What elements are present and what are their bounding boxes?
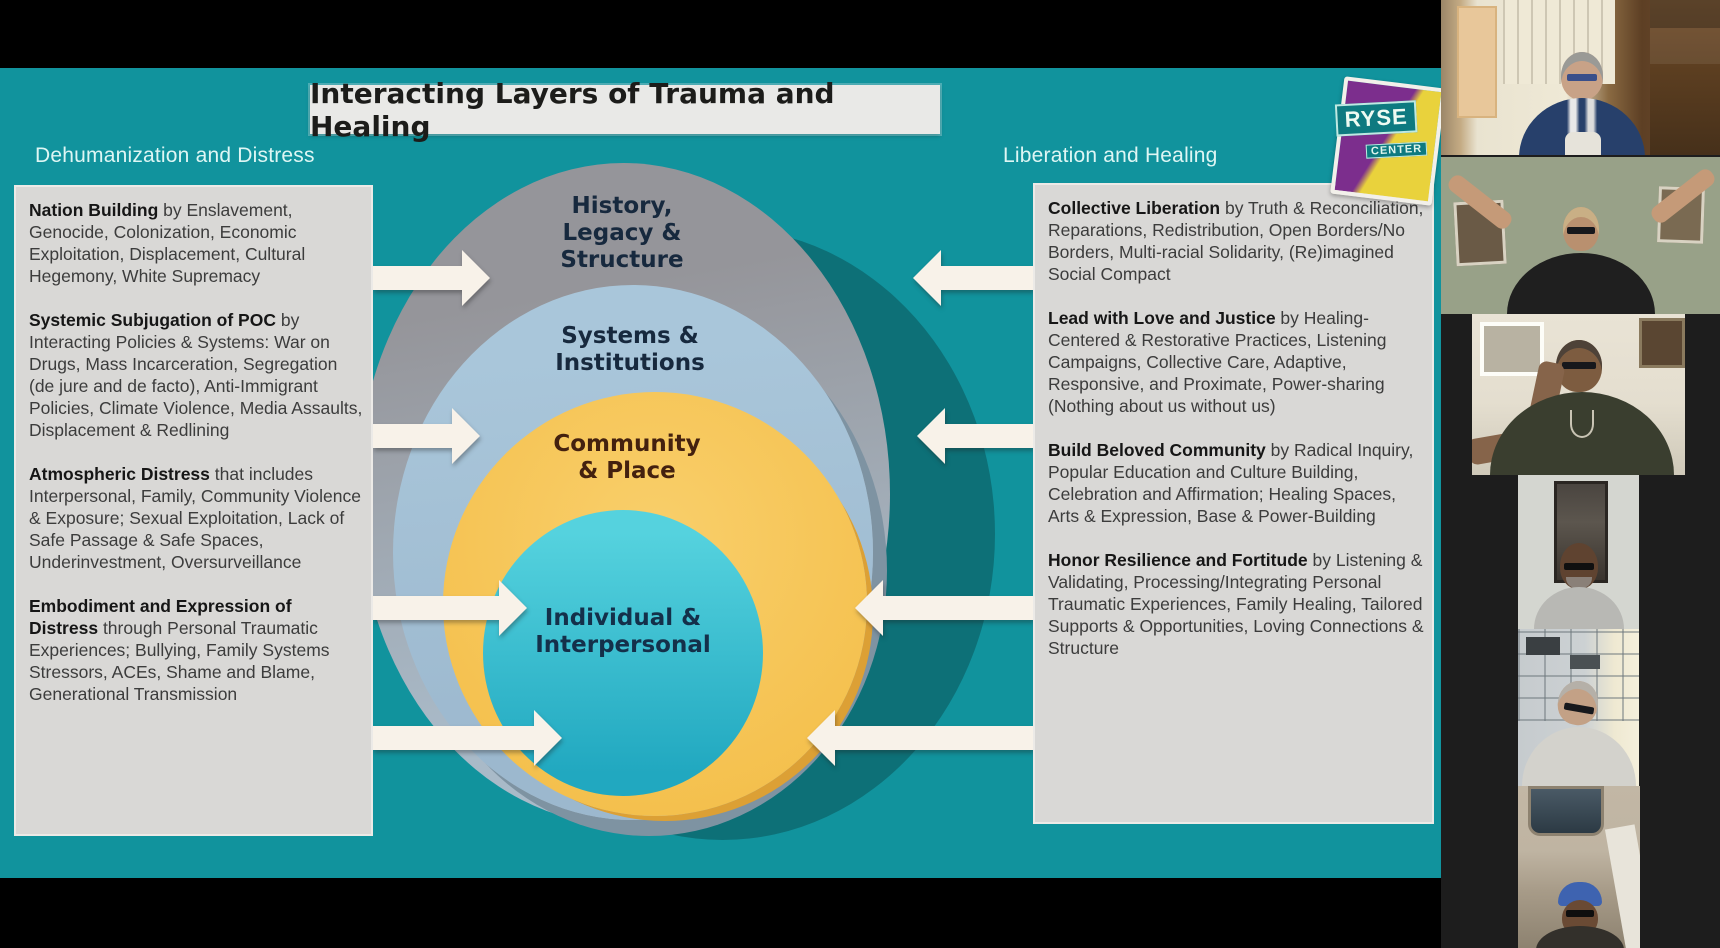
- arrow-left-community-icon: [373, 580, 527, 636]
- logo-text-ryse: RYSE: [1334, 100, 1418, 137]
- sunroof-decor: [1528, 786, 1604, 836]
- participant-video-5[interactable]: [1518, 629, 1639, 786]
- participant-video-3[interactable]: [1472, 314, 1685, 475]
- participant-shoulders: [1522, 727, 1636, 786]
- arrow-left-history-icon: [373, 250, 490, 306]
- participant-shoulders: [1534, 587, 1624, 629]
- glasses-icon: [1562, 362, 1596, 369]
- sunglasses-icon: [1566, 910, 1594, 917]
- panel-paragraph: Systemic Subjugation of POC by Interacti…: [29, 310, 363, 440]
- participant-shoulders: [1536, 926, 1624, 948]
- ring-label-systems: Systems &Institutions: [555, 323, 705, 376]
- dehumanization-panel: Nation Building by Enslavement, Genocide…: [14, 185, 373, 836]
- panel-paragraph: Build Beloved Community by Radical Inqui…: [1048, 440, 1414, 526]
- participant-shoulders: [1507, 253, 1655, 314]
- arrow-right-history-icon: [913, 250, 1033, 306]
- ceiling-vent-decor: [1570, 655, 1600, 669]
- logo-text-center: CENTER: [1365, 141, 1428, 159]
- panel-paragraph: Nation Building by Enslavement, Genocide…: [29, 200, 306, 286]
- glasses-icon: [1564, 563, 1594, 570]
- glasses-icon: [1567, 74, 1597, 81]
- arrow-left-individual-icon: [373, 710, 562, 766]
- ring-label-history: History,Legacy &Structure: [560, 193, 684, 273]
- slide-title: Interacting Layers of Trauma and Healing: [310, 76, 835, 143]
- arrow-right-systems-icon: [917, 408, 1033, 464]
- shared-slide: Interacting Layers of Trauma and Healing…: [0, 68, 1441, 878]
- glasses-icon: [1567, 227, 1595, 234]
- picture-frame-decor: [1480, 322, 1544, 376]
- arrow-right-individual-icon: [807, 710, 1033, 766]
- chain-necklace-decor: [1570, 410, 1594, 438]
- picture-frame-decor: [1639, 318, 1685, 368]
- liberation-panel: Collective Liberation by Truth & Reconci…: [1033, 183, 1434, 824]
- ring-label-community: Community& Place: [553, 431, 701, 484]
- door-decor: [1457, 6, 1497, 118]
- panel-paragraph: Lead with Love and Justice by Healing-Ce…: [1048, 308, 1387, 416]
- car-pillar-decor: [1604, 824, 1640, 948]
- panel-paragraph: Honor Resilience and Fortitude by Listen…: [1048, 550, 1424, 658]
- participant-video-1[interactable]: [1441, 0, 1720, 155]
- slide-title-box: Interacting Layers of Trauma and Healing: [310, 77, 940, 143]
- panel-paragraph: Collective Liberation by Truth & Reconci…: [1048, 198, 1424, 284]
- panel-paragraph: Embodiment and Expression of Distress th…: [29, 596, 330, 704]
- arrow-right-community-icon: [855, 580, 1033, 636]
- arrow-left-systems-icon: [373, 408, 480, 464]
- panel-paragraph: Atmospheric Distress that includes Inter…: [29, 464, 361, 572]
- right-column-header: Liberation and Healing: [1003, 144, 1218, 167]
- gray-beard-decor: [1566, 577, 1592, 588]
- window-decor: [1503, 0, 1615, 84]
- ceiling-vent-decor: [1526, 637, 1560, 655]
- shelf-decor: [1650, 0, 1720, 155]
- participant-video-4[interactable]: [1518, 475, 1639, 629]
- participant-video-6[interactable]: [1518, 786, 1640, 948]
- participant-video-2[interactable]: [1441, 157, 1720, 314]
- ring-label-individual: Individual &Interpersonal: [535, 605, 711, 658]
- participant-strip: [1441, 0, 1720, 948]
- left-column-header: Dehumanization and Distress: [35, 144, 315, 167]
- ryse-center-logo: RYSE CENTER: [1330, 76, 1441, 206]
- tshirt-decor: [1565, 132, 1601, 155]
